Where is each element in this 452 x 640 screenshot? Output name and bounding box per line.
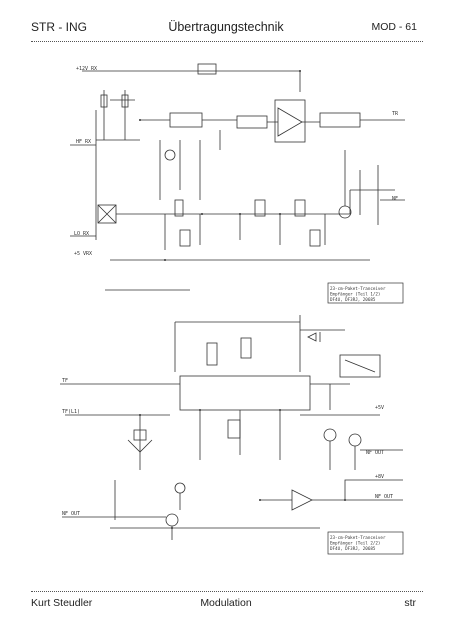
receiver-schematic-part-2 [60, 315, 404, 555]
net-label: NF OUT [375, 494, 393, 500]
header-section-code: STR - ING [31, 20, 87, 34]
header-page-code: MOD - 61 [371, 21, 417, 33]
net-label: LO RX [74, 231, 89, 237]
net-label: +5V [375, 405, 384, 411]
net-label: NF OUT [366, 450, 384, 456]
net-label: HF RX [76, 139, 91, 145]
footer-rule [31, 591, 423, 592]
net-label: TR [392, 111, 399, 117]
net-label: +5 VRX [74, 251, 92, 257]
title-block-line: 23-cm-Paket-Tranceiver [330, 286, 386, 291]
footer-initials: str [404, 597, 416, 609]
title-block-line: DF4U, DF3RJ, 20685 [330, 297, 376, 302]
header-rule [31, 41, 423, 42]
net-label: NF [392, 196, 398, 202]
net-label: +8V [375, 474, 384, 480]
title-block-line: DF4U, DF3RJ, 20685 [330, 546, 376, 551]
receiver-schematic-part-1 [70, 63, 405, 304]
net-label: TF(L1) [62, 409, 80, 415]
title-block-line: 23-cm-Paket-Tranceiver [330, 535, 386, 540]
title-block-line: Empfänger (Teil 2/2) [330, 541, 380, 546]
net-label: TF [62, 378, 68, 384]
net-label: NF OUT [62, 511, 80, 517]
header-title: Übertragungstechnik [168, 20, 284, 34]
net-label: +12V RX [76, 66, 97, 72]
title-block-line: Empfänger (Teil 1/2) [330, 292, 380, 297]
footer-chapter: Modulation [200, 597, 252, 609]
footer-author: Kurt Steudler [31, 597, 93, 609]
